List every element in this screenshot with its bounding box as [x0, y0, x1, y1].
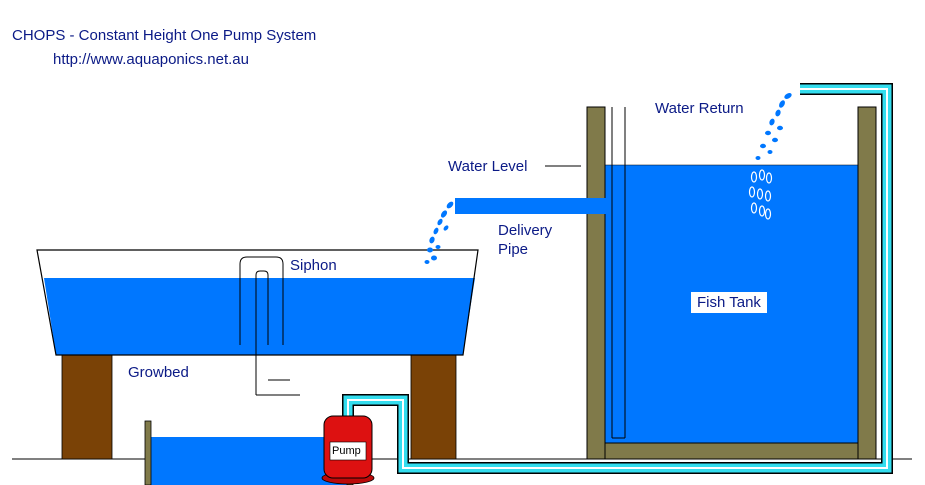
label-delivery-pipe-line1: Delivery — [498, 222, 553, 239]
growbed-leg-left — [61, 354, 113, 460]
label-water-level: Water Level — [448, 158, 528, 175]
label-delivery-pipe-line2: Pipe — [498, 241, 529, 258]
return-pipe — [342, 83, 893, 474]
fish-tank — [586, 106, 877, 460]
label-pump: Pump — [332, 445, 361, 457]
pump — [321, 415, 375, 485]
air-bubbles — [748, 169, 773, 220]
source-url: http://www.aquaponics.net.au — [53, 51, 249, 68]
diagram-title: CHOPS - Constant Height One Pump System — [12, 27, 317, 44]
growbed — [36, 249, 479, 356]
return-splash — [755, 93, 792, 160]
label-water-return: Water Return — [655, 100, 744, 117]
sump-tank — [144, 420, 354, 485]
growbed-leg-right — [410, 354, 457, 460]
delivery-pipe — [455, 107, 626, 439]
label-fish-tank: Fish Tank — [691, 292, 767, 313]
delivery-splash — [424, 201, 454, 264]
label-siphon: Siphon — [290, 257, 337, 274]
label-growbed: Growbed — [128, 364, 189, 381]
siphon-pipe — [239, 256, 300, 396]
